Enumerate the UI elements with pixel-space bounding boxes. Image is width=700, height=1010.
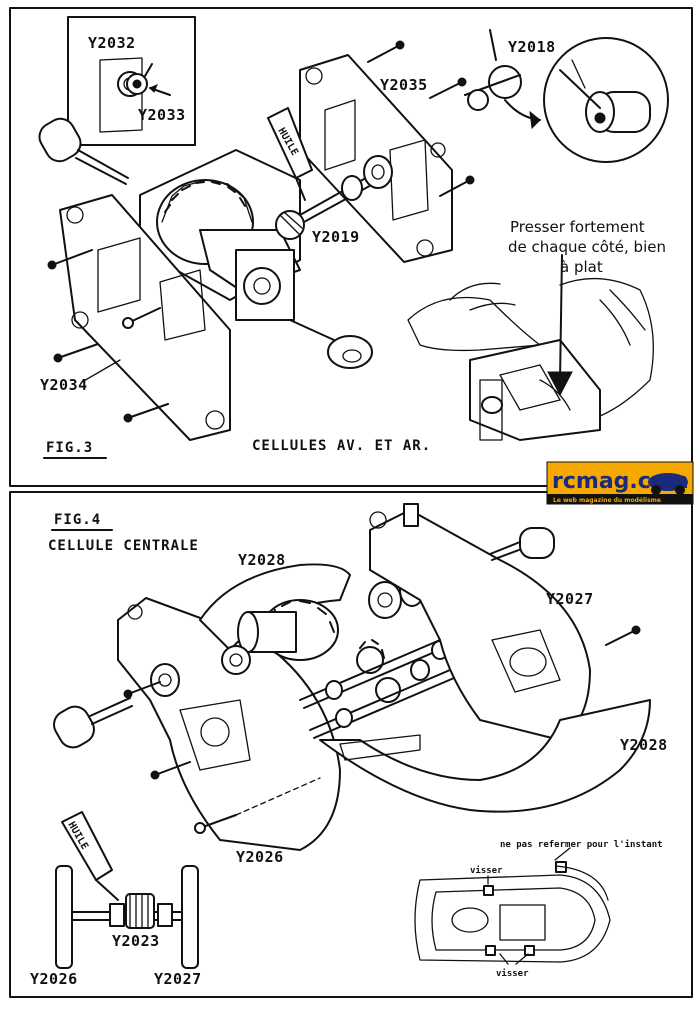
fig4-frame xyxy=(9,491,693,998)
instruction-line-1: Presser fortement xyxy=(510,218,645,236)
fig3-title: FIG.3 xyxy=(46,440,93,456)
part-label-y2026-bottom: Y2026 xyxy=(30,970,78,988)
hand-press-illustration xyxy=(407,254,654,441)
screw-label-bottom: visser xyxy=(496,968,529,979)
axle-assembly-detail xyxy=(55,811,199,969)
fig4-subtitle: CELLULE CENTRALE xyxy=(48,538,199,554)
part-label-y2033: Y2033 xyxy=(138,106,186,124)
gear-cluster xyxy=(221,573,475,739)
plate-y2034 xyxy=(59,194,231,441)
oil-bottle-fig3 xyxy=(267,107,313,201)
fig3-caption: CELLULES AV. ET AR. xyxy=(252,438,431,454)
motor-pinion-y2018 xyxy=(464,29,541,130)
pinion-shaft xyxy=(275,155,393,240)
chassis-half-y2027 xyxy=(369,503,591,741)
part-label-y2028-top: Y2028 xyxy=(238,551,286,569)
instruction-line-3: à plat xyxy=(560,258,603,276)
part-label-y2019: Y2019 xyxy=(312,228,360,246)
bearing-inset xyxy=(67,16,196,146)
part-label-y2018: Y2018 xyxy=(508,38,556,56)
screws-fig4 xyxy=(123,625,641,834)
part-label-y2028-right: Y2028 xyxy=(620,736,668,754)
part-label-y2023: Y2023 xyxy=(112,932,160,950)
part-label-y2035: Y2035 xyxy=(380,76,428,94)
drive-cup-fig4-right xyxy=(489,527,555,561)
part-label-y2027-bottom: Y2027 xyxy=(154,970,202,988)
cover-y2028-bottom xyxy=(319,699,651,813)
tray-sketch xyxy=(414,847,611,965)
logo-tagline: Le web magazine du modélisme xyxy=(553,497,661,504)
part-label-y2026-main: Y2026 xyxy=(236,848,284,866)
fig4-title: FIG.4 xyxy=(54,512,101,528)
rcmag-logo: rcmag.com Le web magazine du modélisme xyxy=(546,461,694,505)
fig3-frame xyxy=(9,7,693,487)
screws-fig3-top xyxy=(367,40,475,197)
part-label-y2027-right: Y2027 xyxy=(546,590,594,608)
chassis-half-y2026 xyxy=(117,597,341,851)
detail-zoom-circle xyxy=(543,37,669,163)
instruction-line-2: de chaque côté, bien xyxy=(508,238,666,256)
part-label-y2032: Y2032 xyxy=(88,34,136,52)
screws-fig3-left xyxy=(47,249,169,423)
screw-label-top: visser xyxy=(470,865,503,876)
tray-note-top: ne pas refermer pour l'instant xyxy=(500,839,663,850)
part-label-y2034: Y2034 xyxy=(40,376,88,394)
drive-cup-fig4-left xyxy=(53,697,133,749)
drive-cup-shaft xyxy=(38,117,129,185)
